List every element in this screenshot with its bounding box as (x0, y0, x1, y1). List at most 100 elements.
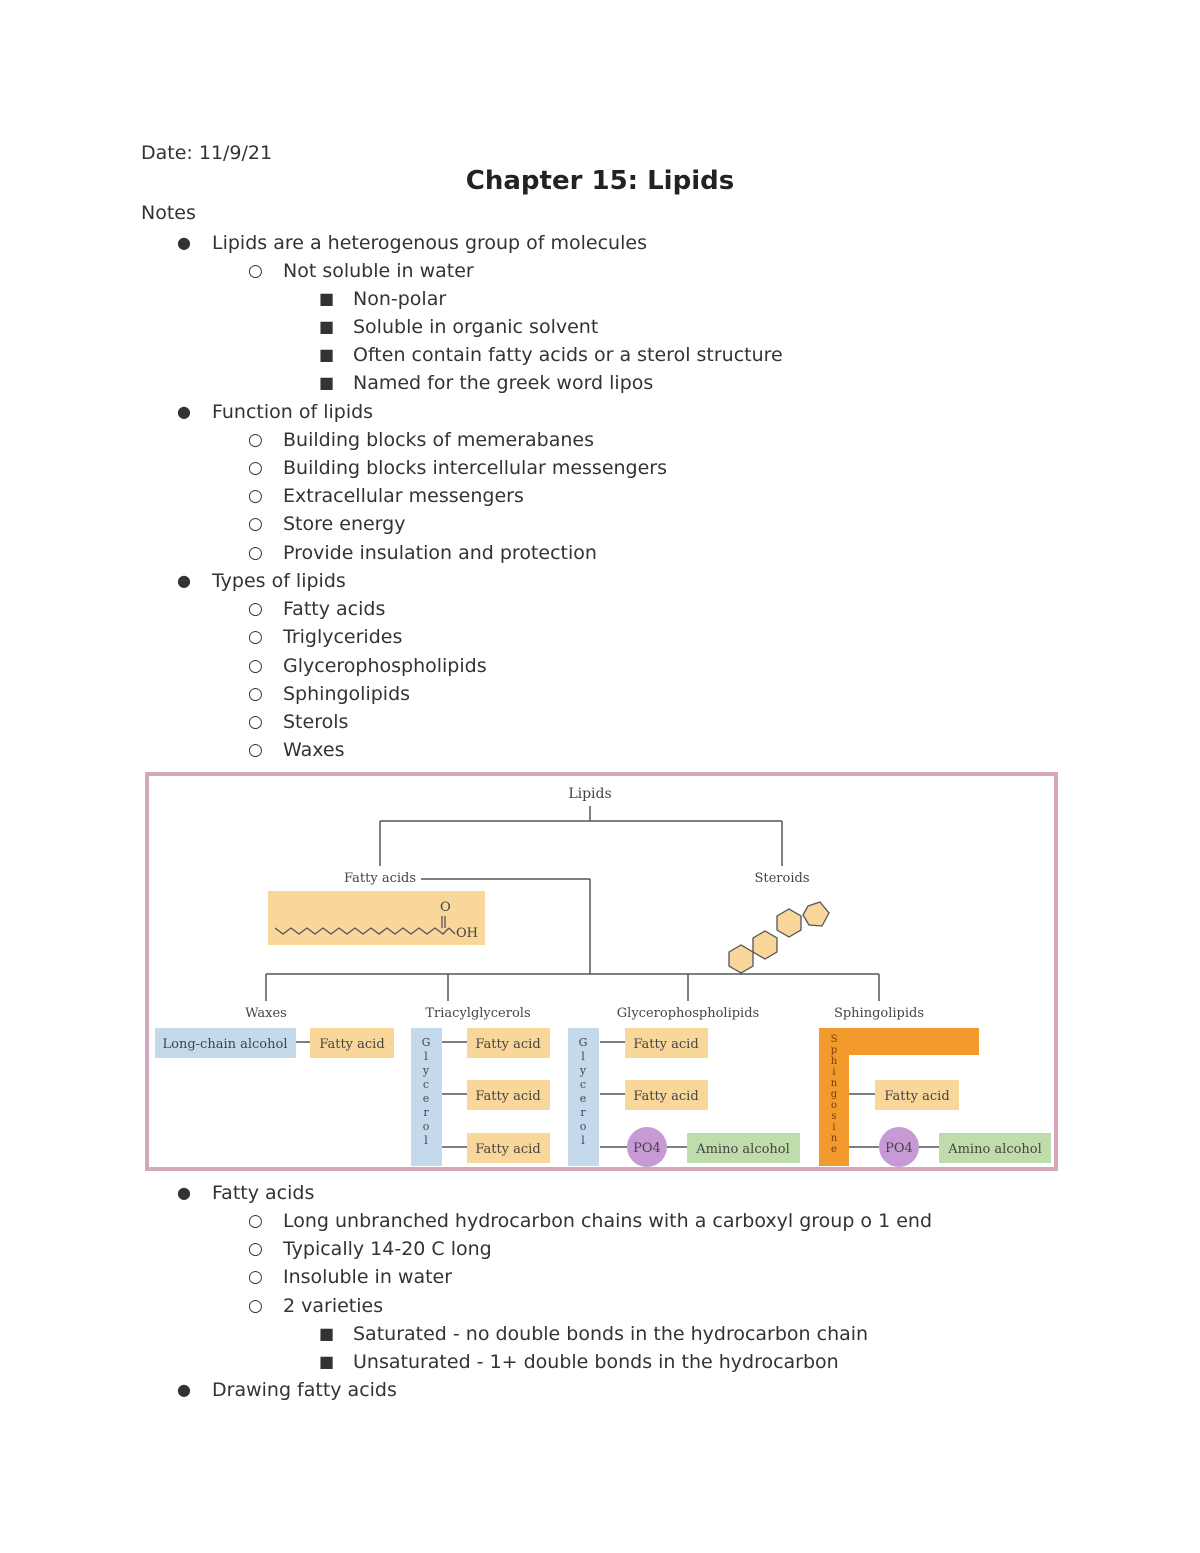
bullet-icon: ■ (319, 345, 335, 364)
bullet-icon: ■ (319, 1324, 335, 1343)
svg-text:Fatty acid: Fatty acid (475, 1142, 540, 1157)
bullet-icon: ● (177, 1380, 191, 1399)
svg-text:Fatty acid: Fatty acid (475, 1089, 540, 1104)
tree-lines (265, 806, 939, 1148)
amino-alcohol-box (939, 1133, 1051, 1163)
list-item: ■ Often contain fatty acids or a sterol … (319, 341, 783, 369)
svg-text:Fatty acid: Fatty acid (884, 1089, 949, 1104)
list-item: ○ Triglycerides (248, 623, 402, 651)
lipid-classification-diagram: Lipids Fatty acids Steroids O OH Waxes T… (145, 772, 1058, 1171)
fatty-acid-box (467, 1133, 550, 1163)
bullet-icon: ○ (248, 514, 263, 534)
list-item: ○ Long unbranched hydrocarbon chains wit… (248, 1207, 932, 1235)
glycerol-bar (568, 1028, 599, 1166)
bullet-icon: ○ (248, 1267, 263, 1287)
svg-text:Fatty acid: Fatty acid (633, 1037, 698, 1052)
list-item: ■ Soluble in organic solvent (319, 313, 598, 341)
hydrocarbon-chain (274, 927, 450, 935)
bullet-icon: ○ (248, 684, 263, 704)
list-item: ○ Not soluble in water (248, 257, 474, 285)
list-item: ■ Non-polar (319, 285, 446, 313)
fatty-acid-box (625, 1080, 708, 1110)
bullet-icon: ■ (319, 317, 335, 336)
fatty-acid-box (310, 1028, 394, 1058)
bullet-icon: ● (177, 233, 191, 252)
bullet-icon: ● (177, 1183, 191, 1202)
bullet-icon: ○ (248, 627, 263, 647)
bullet-icon: ○ (248, 712, 263, 732)
node-sphingolipids: Sphingolipids (834, 1006, 924, 1021)
list-item: ○ Building blocks intercellular messenge… (248, 454, 667, 482)
list-item: ○ Waxes (248, 736, 344, 764)
fatty-acid-box (467, 1080, 550, 1110)
hydroxyl-oh: OH (456, 926, 478, 941)
bullet-icon: ○ (248, 1211, 263, 1231)
sphingosine-top-bar (849, 1028, 979, 1055)
notes-label: Notes (141, 202, 196, 224)
bullet-icon: ■ (319, 1352, 335, 1371)
list-item: ● Types of lipids (177, 567, 346, 595)
bullet-icon: ○ (248, 740, 263, 760)
svg-text:PO4: PO4 (633, 1141, 661, 1156)
svg-text:Long-chain alcohol: Long-chain alcohol (163, 1037, 288, 1052)
page-title: Chapter 15: Lipids (465, 166, 735, 196)
phosphate-circle (627, 1127, 667, 1167)
fatty-acid-box (625, 1028, 708, 1058)
glycerol-bar (411, 1028, 442, 1166)
phosphate-circle (879, 1127, 919, 1167)
list-item: ○ Store energy (248, 510, 405, 538)
node-steroids: Steroids (754, 871, 809, 886)
bullet-icon: ○ (248, 261, 263, 281)
list-item: ○ 2 varieties (248, 1292, 383, 1320)
bullet-icon: ○ (248, 430, 263, 450)
list-item: ● Fatty acids (177, 1179, 314, 1207)
svg-text:Amino alcohol: Amino alcohol (947, 1142, 1042, 1157)
list-item: ○ Glycerophospholipids (248, 652, 487, 680)
list-item: ○ Sphingolipids (248, 680, 410, 708)
bullet-icon: ○ (248, 1296, 263, 1316)
amino-alcohol-box (687, 1133, 800, 1163)
date-line: Date: 11/9/21 (141, 142, 273, 164)
svg-text:Amino alcohol: Amino alcohol (695, 1142, 790, 1157)
fatty-acid-box (467, 1028, 550, 1058)
bullet-icon: ● (177, 402, 191, 421)
bullet-icon: ○ (248, 486, 263, 506)
bullet-icon: ■ (319, 289, 335, 308)
steroid-rings-icon (728, 901, 830, 974)
list-item: ○ Extracellular messengers (248, 482, 524, 510)
carbonyl-o: O (440, 900, 451, 915)
bullet-icon: ○ (248, 543, 263, 563)
fatty-acid-box (875, 1080, 959, 1110)
bullet-icon: ○ (248, 1239, 263, 1259)
list-item: ○ Building blocks of memerabanes (248, 426, 594, 454)
node-lipids: Lipids (568, 786, 611, 802)
svg-text:Fatty acid: Fatty acid (633, 1089, 698, 1104)
node-triacylglycerols: Triacylglycerols (425, 1006, 530, 1021)
long-chain-alcohol-box (155, 1028, 296, 1058)
bullet-icon: ■ (319, 373, 335, 392)
bullet-icon: ○ (248, 599, 263, 619)
list-item: ■ Named for the greek word lipos (319, 369, 653, 397)
list-item: ○ Sterols (248, 708, 348, 736)
bullet-icon: ○ (248, 458, 263, 478)
list-item: ■ Saturated - no double bonds in the hyd… (319, 1320, 868, 1348)
list-item: ■ Unsaturated - 1+ double bonds in the h… (319, 1348, 839, 1376)
svg-text:Fatty acid: Fatty acid (319, 1037, 384, 1052)
list-item: ○ Provide insulation and protection (248, 539, 597, 567)
list-item: ● Lipids are a heterogenous group of mol… (177, 229, 647, 257)
sphingosine-bar (819, 1028, 849, 1166)
node-fatty-acids: Fatty acids (344, 871, 416, 886)
list-item: ○ Typically 14-20 C long (248, 1235, 492, 1263)
list-item: ○ Fatty acids (248, 595, 385, 623)
svg-text:Fatty acid: Fatty acid (475, 1037, 540, 1052)
list-item: ● Drawing fatty acids (177, 1376, 397, 1404)
list-item: ○ Insoluble in water (248, 1263, 452, 1291)
fatty-acid-structure-box (268, 891, 485, 945)
node-waxes: Waxes (245, 1006, 287, 1021)
list-item: ● Function of lipids (177, 398, 373, 426)
bullet-icon: ● (177, 571, 191, 590)
bullet-icon: ○ (248, 656, 263, 676)
